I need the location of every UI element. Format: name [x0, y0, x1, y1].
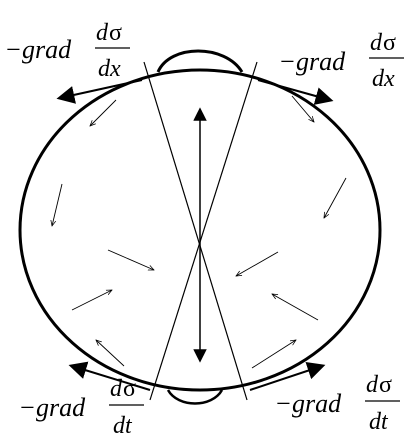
label-denominator: dx [372, 66, 395, 92]
label-top-right: − grad d σ dx [280, 30, 404, 92]
label-denominator: dx [98, 56, 121, 82]
flow-arrow [324, 177, 347, 218]
label-num-d: d [366, 372, 379, 398]
label-num-sigma: σ [109, 20, 122, 46]
top-bump [156, 49, 244, 73]
label-minus: − [6, 35, 21, 64]
label-word: grad [292, 389, 342, 418]
flow-arrow [107, 249, 154, 270]
cell-outline [18, 68, 382, 392]
flow-arrow [52, 183, 63, 226]
label-word: grad [36, 393, 86, 422]
bottom-bump [166, 389, 224, 405]
grad-arrow-bottom-right [249, 362, 326, 391]
label-word: grad [22, 35, 72, 64]
grad-arrow-top-left [56, 79, 143, 104]
label-bottom-right: − grad d σ dt [276, 372, 400, 435]
flow-arrow [71, 290, 112, 311]
label-num-d: d [370, 30, 383, 56]
flow-arrow [90, 99, 117, 126]
label-word: grad [296, 47, 346, 76]
grad-arrow-top-right [257, 79, 334, 105]
label-num-d: d [96, 20, 109, 46]
label-num-sigma: σ [379, 372, 392, 398]
label-num-sigma: σ [383, 30, 396, 56]
label-minus: − [280, 47, 295, 76]
label-denominator: dt [113, 413, 133, 439]
grad-arrow-bottom-left [68, 361, 151, 391]
label-bottom-left: − grad d σ dt [20, 376, 144, 439]
flow-arrow [96, 340, 125, 367]
cross-line-left [143, 61, 248, 401]
label-minus: − [276, 389, 291, 418]
flow-arrow [272, 294, 319, 321]
label-num-d: d [110, 376, 123, 402]
label-num-sigma: σ [123, 376, 136, 402]
flow-arrow [236, 251, 279, 276]
label-minus: − [20, 393, 35, 422]
flow-arrow [291, 95, 314, 122]
label-top-left: − grad d σ dx [6, 20, 130, 82]
label-denominator: dt [369, 409, 389, 435]
cross-line-right [149, 61, 258, 401]
flow-arrow [251, 340, 296, 369]
